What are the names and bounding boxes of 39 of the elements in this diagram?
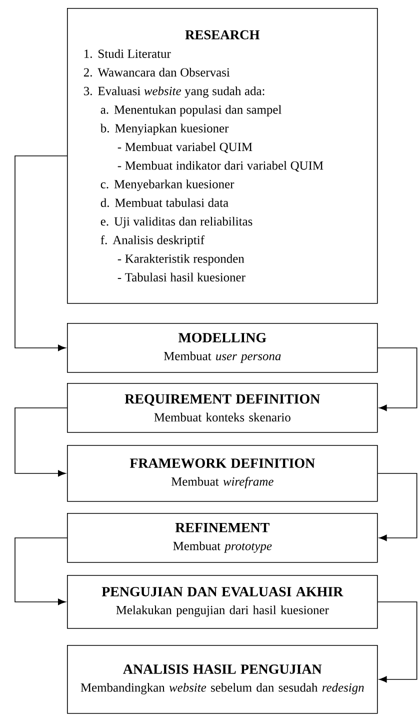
list-item: - Membuat indikator dari variabel QUIM xyxy=(118,160,324,172)
process-box xyxy=(67,645,378,714)
process-box xyxy=(67,8,378,304)
box-heading: FRAMEWORK DEFINITION xyxy=(130,458,315,468)
box-heading: ANALISIS HASIL PENGUJIAN xyxy=(123,664,322,674)
list-item: e. Uji validitas dan reliabilitas xyxy=(100,216,252,228)
list-item: - Tabulasi hasil kuesioner xyxy=(118,272,246,282)
list-item: c. Menyebarkan kuesioner xyxy=(100,180,234,191)
connector-arrow xyxy=(14,408,68,477)
box-heading: PENGUJIAN DAN EVALUASI AKHIR xyxy=(102,586,344,596)
list-item: f. Analisis deskriptif xyxy=(100,235,204,247)
box-heading: REFINEMENT xyxy=(175,523,270,532)
box-description: Membuat konteks skenario xyxy=(154,412,290,422)
list-item: 3. Evaluasi website yang sudah ada: xyxy=(84,86,264,98)
list-item: d. Membuat tabulasi data xyxy=(100,198,228,208)
list-item: b. Menyiapkan kuesioner xyxy=(100,124,229,136)
list-item: 1. Studi Literatur xyxy=(84,49,171,58)
connector-arrow xyxy=(377,473,418,542)
process-box xyxy=(67,575,378,629)
connector-arrow xyxy=(377,602,418,683)
list-item: - Membuat variabel QUIM xyxy=(118,142,252,153)
box-description: Melakukan pengujian dari hasil kuesioner xyxy=(116,606,329,617)
connector-arrow xyxy=(377,348,418,412)
box-heading: MODELLING xyxy=(178,333,266,342)
list-item: a. Menentukan populasi dan sampel xyxy=(100,105,282,116)
process-box xyxy=(67,323,378,373)
box-description: Membuat user persona xyxy=(164,352,281,363)
box-description: Membuat prototype xyxy=(173,541,272,553)
box-heading: REQUIREMENT DEFINITION xyxy=(124,394,320,406)
box-description: Membandingkan website sebelum dan sesudah redesign xyxy=(80,683,364,694)
list-item: - Karakteristik responden xyxy=(118,254,244,266)
box-description: Membuat wireframe xyxy=(171,476,274,488)
connector-arrow xyxy=(14,156,68,352)
list-item: 2. Wawancara dan Observasi xyxy=(84,68,230,77)
process-box xyxy=(67,383,378,433)
connector-arrow xyxy=(14,538,68,606)
process-box xyxy=(67,445,378,502)
box-heading: RESEARCH xyxy=(185,30,260,40)
process-box xyxy=(67,513,378,563)
